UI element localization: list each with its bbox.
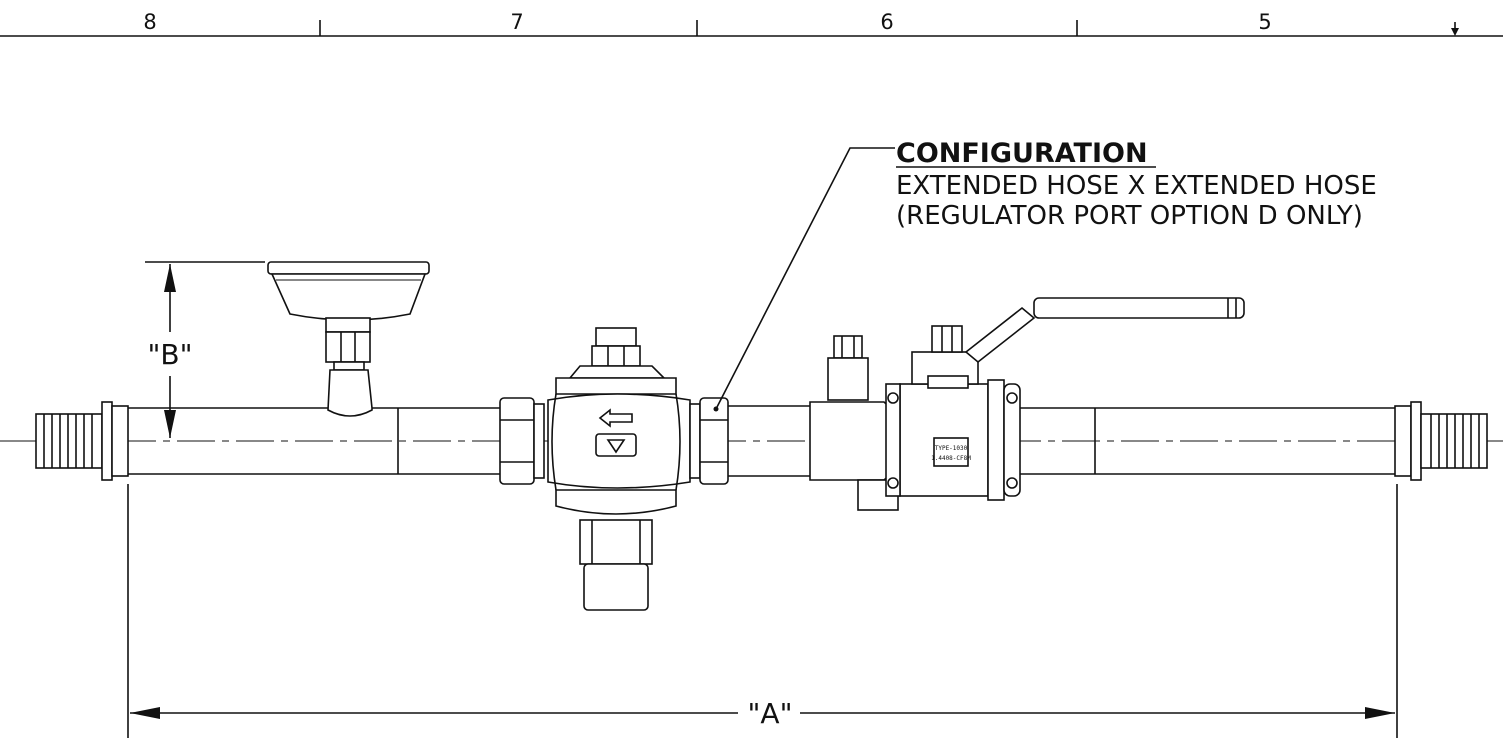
dimension-b-label: "B" xyxy=(148,338,193,371)
zone-8: 8 xyxy=(143,10,156,34)
configuration-line-1: EXTENDED HOSE X EXTENDED HOSE xyxy=(896,171,1377,201)
zone-5: 5 xyxy=(1258,10,1271,34)
zone-6: 6 xyxy=(880,10,893,34)
valve-label-type: TYPE-1030 xyxy=(935,445,968,452)
configuration-line-2: (REGULATOR PORT OPTION D ONLY) xyxy=(896,201,1363,231)
pressure-gauge xyxy=(267,261,430,417)
left-hose-barb xyxy=(35,401,129,481)
right-hose-barb xyxy=(1394,401,1488,481)
dimension-a: "A" xyxy=(127,484,1398,738)
configuration-callout: CONFIGURATION EXTENDED HOSE X EXTENDED H… xyxy=(715,138,1377,410)
zone-border: 8 7 6 5 xyxy=(0,10,1503,37)
dimension-a-label: "A" xyxy=(748,697,793,730)
main-pipe xyxy=(128,405,1395,477)
zone-7: 7 xyxy=(510,10,523,34)
pressure-regulator xyxy=(547,327,691,611)
right-union-nut xyxy=(689,397,729,485)
valve-label-material: 1.4408-CF8M xyxy=(931,455,971,462)
configuration-title: CONFIGURATION xyxy=(896,138,1148,169)
left-union-nut xyxy=(499,397,545,485)
dimension-b: "B" xyxy=(145,261,265,438)
ball-valve: TYPE-1030 1.4408-CF8M xyxy=(885,297,1245,501)
